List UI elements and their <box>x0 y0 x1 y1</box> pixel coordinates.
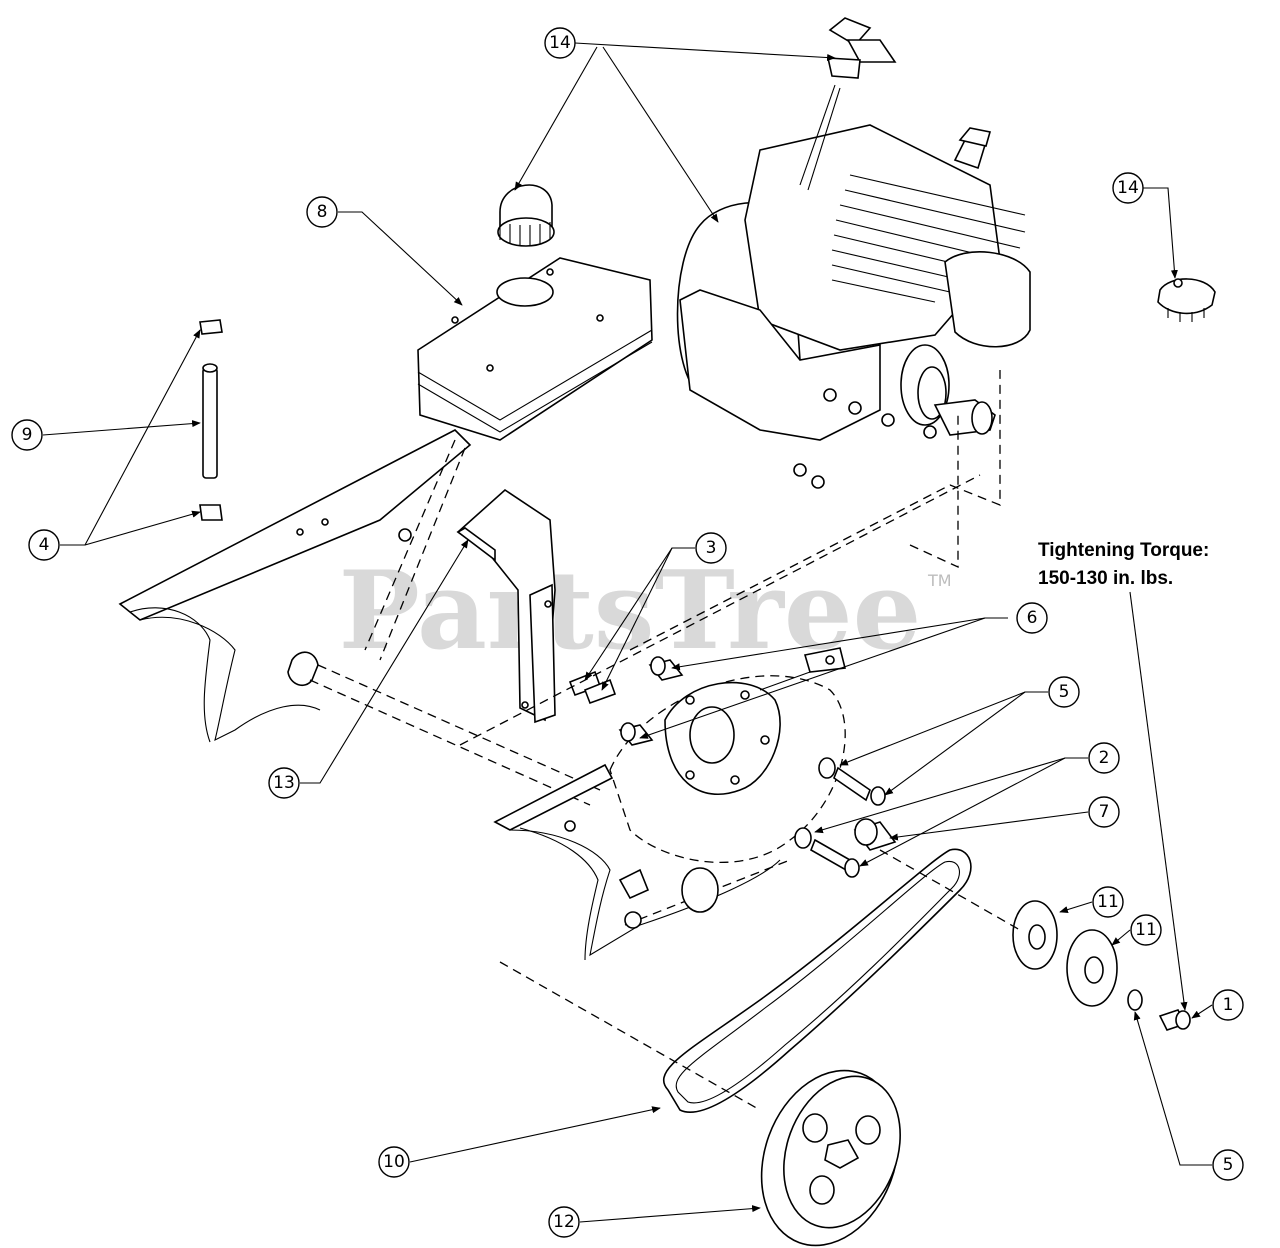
callout-11-a: 11 <box>1092 886 1124 918</box>
callout-14-right: 14 <box>1112 172 1144 204</box>
svg-text:7: 7 <box>1099 802 1110 822</box>
callout-11-b: 11 <box>1130 914 1162 946</box>
drive-pulley <box>760 1069 901 1247</box>
fuel-tank <box>417 257 653 441</box>
torque-note: Tightening Torque: 150-130 in. lbs. <box>1038 540 1209 589</box>
callout-5-lower: 5 <box>1212 1149 1244 1181</box>
engine <box>676 84 1031 489</box>
svg-text:14: 14 <box>549 33 571 53</box>
callout-2: 2 <box>1088 742 1120 774</box>
svg-text:TM: TM <box>927 571 952 590</box>
leader-lines <box>42 42 1213 1223</box>
belt-guard <box>456 488 556 724</box>
callout-3: 3 <box>695 532 727 564</box>
callout-10: 10 <box>378 1146 410 1178</box>
spacers <box>618 656 684 746</box>
svg-text:2: 2 <box>1099 748 1110 768</box>
svg-text:9: 9 <box>22 425 33 445</box>
svg-text:12: 12 <box>553 1212 575 1232</box>
svg-text:4: 4 <box>39 535 50 555</box>
svg-text:11: 11 <box>1097 892 1119 912</box>
construction-lines <box>459 370 1021 1111</box>
bolts-washers <box>794 757 897 878</box>
stud-rod <box>199 319 223 521</box>
callout-4: 4 <box>28 529 60 561</box>
svg-text:1: 1 <box>1223 995 1234 1015</box>
primer-bulb <box>826 17 897 79</box>
cylinder-fins <box>831 174 1026 303</box>
frame <box>118 429 846 961</box>
torque-note-line-2: 150-130 in. lbs. <box>1038 568 1173 589</box>
callout-9: 9 <box>11 419 43 451</box>
callout-7: 7 <box>1088 796 1120 828</box>
callout-14-top: 14 <box>544 27 576 59</box>
callout-6: 6 <box>1016 602 1048 634</box>
svg-text:3: 3 <box>706 538 717 558</box>
svg-text:11: 11 <box>1135 920 1157 940</box>
callout-1: 1 <box>1212 989 1244 1021</box>
svg-text:10: 10 <box>383 1152 405 1172</box>
ignition-switch <box>1157 278 1216 322</box>
svg-text:5: 5 <box>1059 682 1070 702</box>
svg-text:5: 5 <box>1223 1155 1234 1175</box>
fuel-cap <box>497 184 555 247</box>
svg-text:8: 8 <box>317 202 328 222</box>
pulley-halves <box>1012 900 1191 1031</box>
callout-8: 8 <box>306 196 338 228</box>
torque-note-line-1: Tightening Torque: <box>1038 540 1209 561</box>
svg-text:14: 14 <box>1117 178 1139 198</box>
svg-text:13: 13 <box>273 773 295 793</box>
svg-text:6: 6 <box>1027 608 1038 628</box>
watermark: PartsTree TM <box>339 548 952 674</box>
callout-5-upper: 5 <box>1048 676 1080 708</box>
belt <box>662 848 972 1113</box>
callout-12: 12 <box>548 1206 580 1238</box>
callout-13: 13 <box>268 767 300 799</box>
